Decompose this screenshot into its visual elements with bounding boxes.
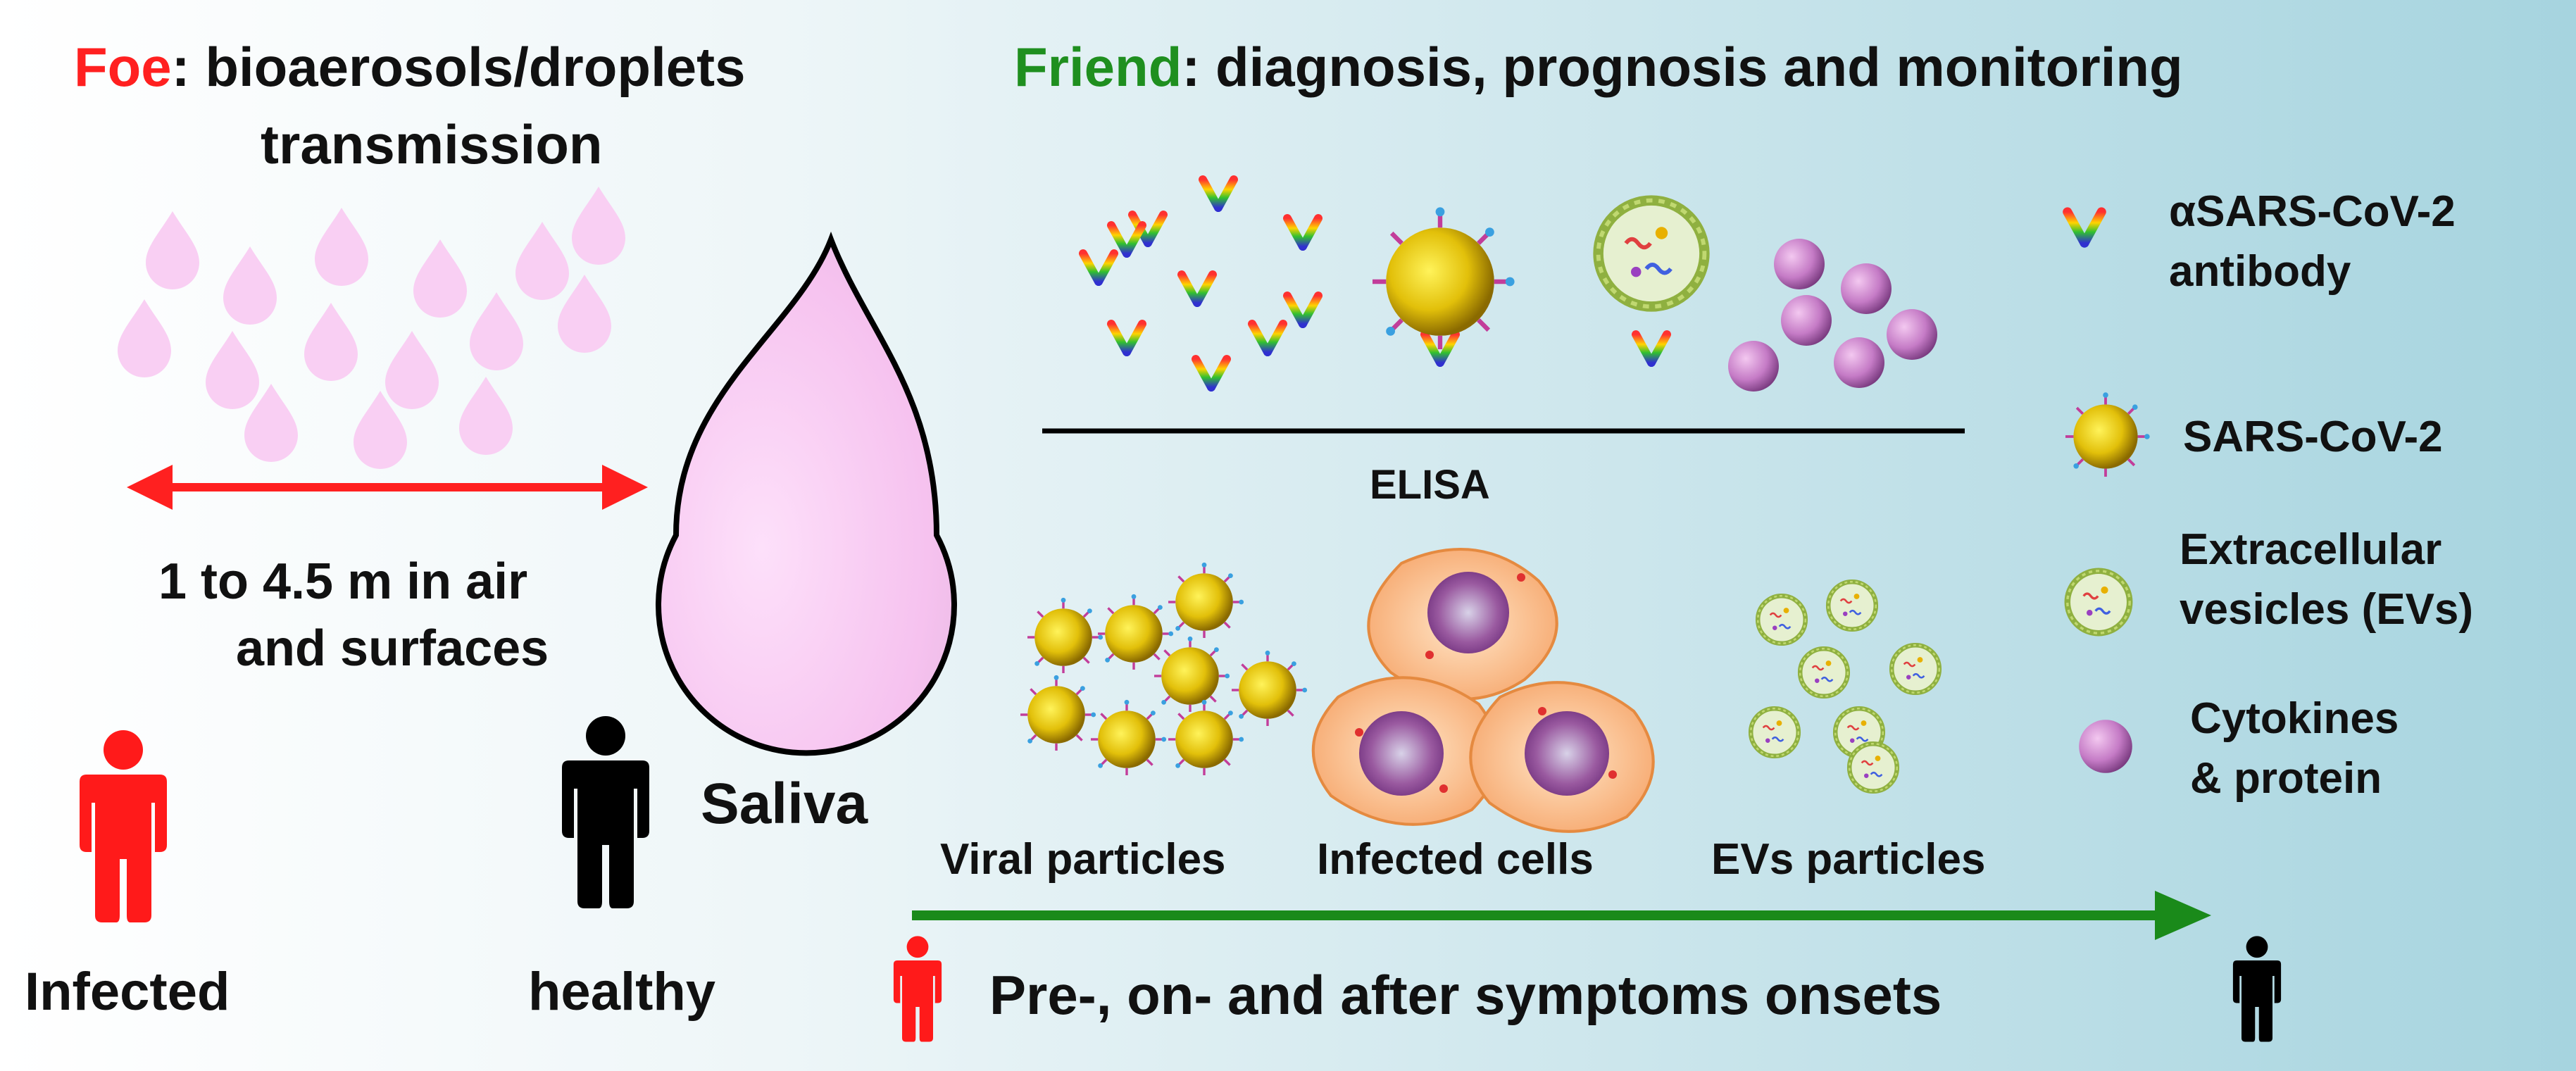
saliva-drop — [656, 231, 957, 756]
distance-arrow — [127, 465, 648, 510]
timeline-label: Pre-, on- and after symptoms onsets — [989, 964, 1942, 1026]
elisa-label: ELISA — [1370, 462, 1490, 508]
legend-ev-line2: vesicles (EVs) — [2180, 585, 2474, 634]
friend-word: Friend — [1014, 36, 1182, 98]
distance-line2: and surfaces — [236, 620, 549, 677]
distance-line1: 1 to 4.5 m in air — [158, 553, 528, 610]
infected-label: Infected — [25, 962, 230, 1022]
legend-antibody-line1: αSARS-CoV-2 — [2169, 187, 2456, 236]
foe-heading-line2: transmission — [261, 113, 603, 175]
foe-heading: Foe: bioaerosols/droplets — [74, 35, 745, 99]
legend-antibody-line2: antibody — [2169, 247, 2351, 296]
friend-heading: Friend: diagnosis, prognosis and monitor… — [1014, 35, 2183, 99]
legend-virus-label: SARS-CoV-2 — [2183, 413, 2443, 461]
legend-ev-icon — [2068, 571, 2130, 633]
legend-cytokine-icon — [2079, 720, 2132, 773]
friend-text: : diagnosis, prognosis and monitoring — [1182, 36, 2183, 98]
legend-cytokine-line2: & protein — [2190, 754, 2382, 803]
legend-cytokine-line1: Cytokines — [2190, 694, 2399, 743]
infected-cells-label: Infected cells — [1317, 835, 1594, 884]
legend-ev-line1: Extracellular — [2180, 525, 2442, 574]
foe-word: Foe — [74, 36, 172, 98]
saliva-label: Saliva — [701, 772, 868, 836]
healthy-label: healthy — [528, 962, 716, 1022]
viral-particles-label: Viral particles — [940, 835, 1226, 884]
foe-text: : bioaerosols/droplets — [171, 36, 746, 98]
infected-cells-cluster — [1311, 548, 1655, 833]
timeline-arrow — [912, 891, 2211, 940]
ev-particles-label: EVs particles — [1711, 835, 1986, 884]
